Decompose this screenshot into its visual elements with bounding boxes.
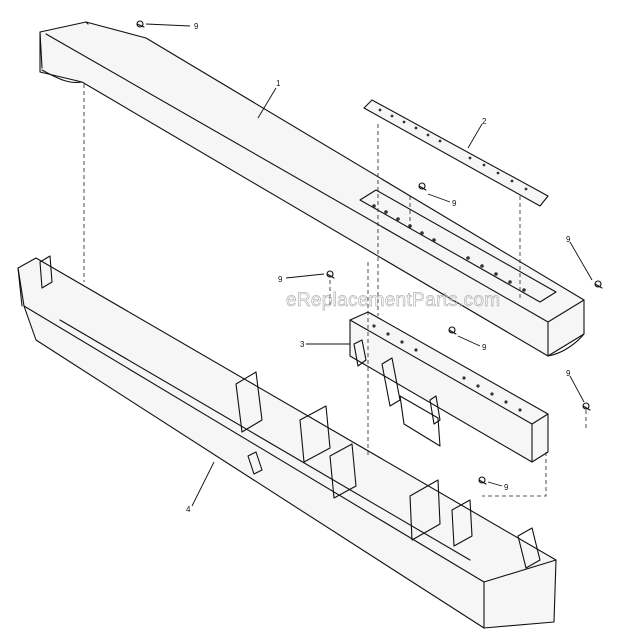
callout-9: 9: [278, 275, 283, 284]
callout-9: 9: [452, 199, 457, 208]
callout-labels: 9 1 2 9 9 9 3 9 9 9 4: [186, 22, 571, 514]
screw-icon: [136, 20, 145, 28]
callout-4: 4: [186, 505, 191, 514]
alignment-lines: [83, 84, 587, 497]
screw-icon: [448, 326, 457, 335]
callout-9: 9: [482, 343, 487, 352]
callout-9: 9: [566, 235, 571, 244]
watermark-text: eReplacementParts.com: [286, 290, 500, 311]
leader-lines: [145, 23, 593, 507]
screw-icon: [418, 182, 427, 191]
callout-2: 2: [482, 117, 487, 126]
callout-9: 9: [194, 22, 199, 31]
callout-3: 3: [300, 340, 305, 349]
screw-icon: [594, 280, 603, 289]
callout-1: 1: [276, 79, 281, 88]
screw-set: [136, 20, 603, 485]
part-2-control-overlay: [363, 99, 549, 207]
part-1-console-panel: [39, 21, 585, 357]
screw-icon: [582, 402, 591, 411]
panel-button-marks: [372, 204, 526, 292]
screw-icon: [478, 476, 487, 485]
screw-icon: [326, 270, 335, 279]
callout-9: 9: [504, 483, 509, 492]
callout-9: 9: [566, 369, 571, 378]
part-4-lower-frame: [17, 255, 557, 629]
